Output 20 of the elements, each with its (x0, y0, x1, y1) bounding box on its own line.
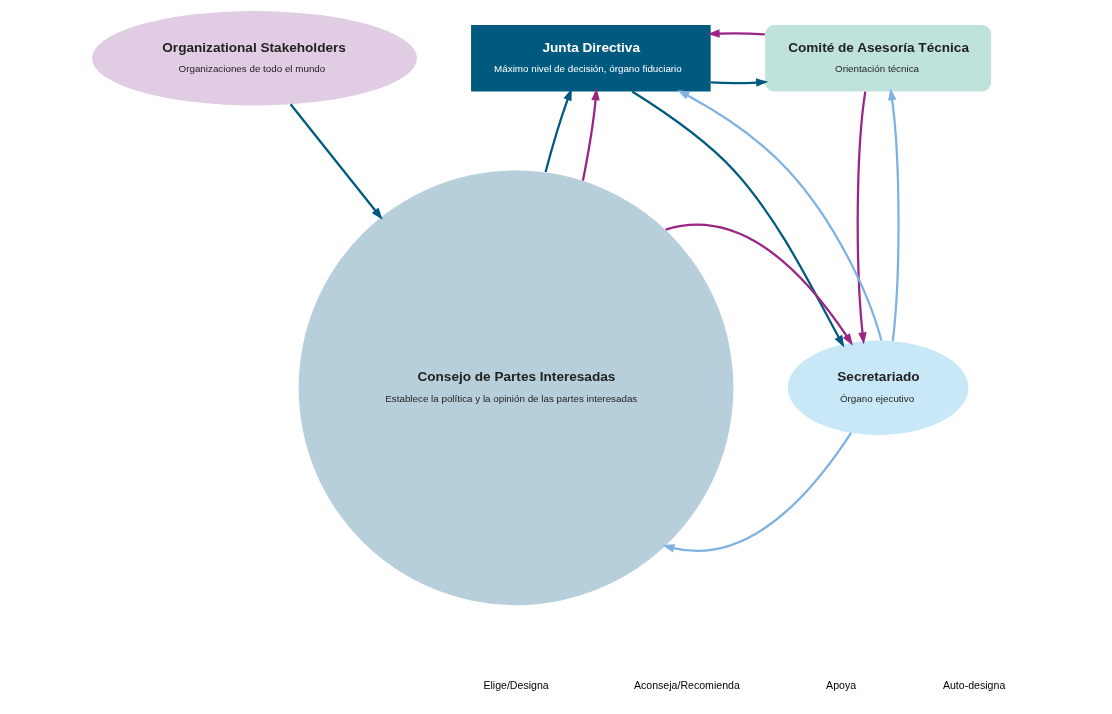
arrow (544, 88, 572, 173)
arrow (676, 89, 882, 341)
arrow (289, 103, 383, 220)
arrow (707, 29, 765, 38)
legend-label: Elige/Designa (482, 679, 549, 692)
node-box: Comité de Asesoría Técnica Orientación técnica (764, 24, 991, 92)
arrow (710, 78, 768, 87)
arrow (887, 88, 900, 342)
node-box: Junta Directiva Máximo nivel de decisión, órgano fiduciario (470, 24, 711, 92)
legend-label: Auto-designa (942, 679, 1005, 692)
node-circle: Consejo de Partes Interesadas Establece la política y la opinión de las partes interesadas (298, 170, 733, 606)
arrow (664, 223, 853, 346)
arrow (631, 90, 844, 348)
arrow (581, 88, 600, 181)
legend-label: Aconseja/Recomienda (633, 679, 740, 692)
arrow (856, 91, 867, 345)
arrow (661, 432, 852, 553)
legend-label: Apoya (825, 679, 856, 692)
node-ellipse: Secretariado Órgano ejecutivo (787, 340, 968, 435)
node-ellipse: Organizational Stakeholders Organizaciones de todo el mundo (91, 11, 417, 106)
